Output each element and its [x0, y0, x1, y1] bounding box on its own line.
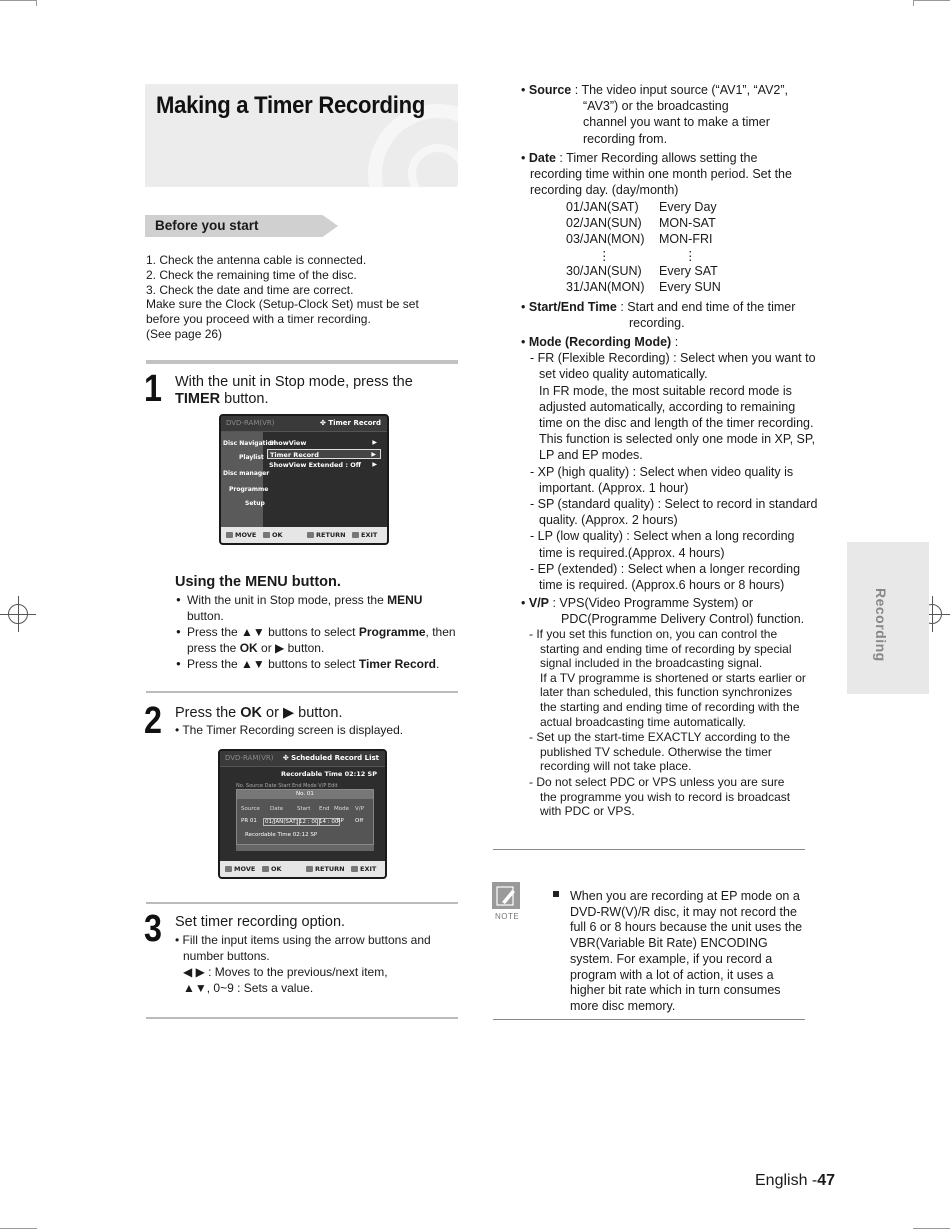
- step3-head: Set timer recording option.: [175, 914, 346, 930]
- screen-header: DVD-RAM(VR) ✤ Timer Record: [221, 416, 387, 432]
- screen-title: ✤ Scheduled Record List: [282, 754, 379, 762]
- mode-block: • Mode (Recording Mode) : - FR (Flexible…: [521, 335, 818, 593]
- edit-dialog: No. 01 Source Date Start End Mode V/P PR…: [236, 789, 374, 845]
- sidebar-item: Setup: [245, 500, 265, 507]
- before-line: (See page 26): [146, 326, 223, 341]
- list-columns: No. Source Date Start End Mode V/P Edit: [236, 783, 338, 789]
- before-line: 1. Check the antenna cable is connected.: [146, 253, 367, 267]
- recordable-time: Recordable Time 02:12 SP: [280, 770, 377, 778]
- title-banner: Making a Timer Recording: [145, 84, 458, 187]
- step2-text: Press the OK or ▶ button.: [175, 705, 343, 721]
- screen-footer: MOVE OK RETURN EXIT: [221, 527, 387, 543]
- menu-item[interactable]: ShowView▶: [269, 439, 377, 447]
- date-table: 01/JAN(SAT)Every Day 02/JAN(SUN)MON-SAT …: [566, 200, 721, 294]
- step1-text: With the unit in Stop mode, press the TI…: [175, 374, 413, 408]
- step3-line: • Fill the input items using the arrow b…: [175, 933, 431, 947]
- crop-mark: [913, 0, 914, 6]
- section-divider: [146, 360, 458, 364]
- date-block: • Date : Timer Recording allows setting …: [521, 151, 792, 198]
- step1-rest: button.: [220, 391, 269, 407]
- timer-record-menu-screen: DVD-RAM(VR) ✤ Timer Record Disc Navigati…: [219, 414, 389, 545]
- step3-line: ▲▼, 0~9 : Sets a value.: [183, 981, 314, 995]
- menu-steps-list: With the unit in Stop mode, press the ME…: [176, 592, 456, 672]
- list-item: Press the ▲▼ buttons to select Programme…: [176, 624, 456, 640]
- menu-item[interactable]: ShowView Extended : Off▶: [269, 461, 377, 469]
- list-item-cont: press the OK or ▶ button.: [187, 641, 325, 655]
- sidebar-item: Programme: [229, 486, 269, 493]
- note-text: When you are recording at EP mode on a D…: [570, 889, 803, 1013]
- page-title: Making a Timer Recording: [156, 92, 426, 119]
- dialog-header: No. 01: [237, 790, 373, 799]
- scheduled-record-list-screen: DVD-RAM(VR) ✤ Scheduled Record List Reco…: [218, 749, 387, 879]
- before-line: Make sure the Clock (Setup-Clock Set) mu…: [146, 297, 419, 312]
- page-number: English -47: [755, 1172, 836, 1189]
- chapter-tab-label: Recording: [873, 588, 889, 662]
- vp-block: • V/P : VPS(Video Programme System) or P…: [521, 596, 805, 627]
- vp-sub-list: - If you set this function on, you can c…: [529, 627, 806, 819]
- step3-line: ◀ ▶ : Moves to the previous/next item,: [183, 965, 388, 979]
- disc-graphic: [408, 144, 458, 187]
- step-number: 1: [144, 368, 162, 410]
- screen-header: DVD-RAM(VR) ✤ Scheduled Record List: [220, 751, 385, 767]
- section-divider: [146, 1017, 458, 1019]
- screen-title: ✤ Timer Record: [320, 419, 381, 427]
- menu-section-heading: Using the MENU button.: [175, 574, 341, 590]
- list-bar: [236, 845, 374, 851]
- note-label: NOTE: [495, 912, 520, 921]
- screen-sidebar: Disc Navigation Playlist Disc manager Pr…: [221, 432, 276, 527]
- start-end-block: • Start/End Time : Start and end time of…: [521, 300, 796, 331]
- chapter-tab: Recording: [847, 542, 929, 694]
- note-top-rule: [493, 849, 805, 850]
- note-pencil-icon: [492, 882, 520, 909]
- before-line: 3. Check the date and time are correct.: [146, 282, 354, 297]
- sidebar-item: Disc Navigation: [223, 440, 276, 447]
- disc-type: DVD-RAM(VR): [226, 419, 275, 427]
- before-line: before you proceed with a timer recordin…: [146, 312, 371, 327]
- step3-line: number buttons.: [183, 949, 270, 963]
- note-bullet-icon: [553, 891, 559, 897]
- note-bottom-rule: [493, 1019, 805, 1020]
- step2-sub: • The Timer Recording screen is displaye…: [175, 723, 404, 737]
- step-number: 3: [144, 908, 162, 950]
- before-heading: Before you start: [145, 215, 338, 237]
- crop-mark: [0, 0, 37, 1]
- screen-footer: MOVE OK RETURN EXIT: [220, 861, 385, 877]
- before-heading-text: Before you start: [155, 218, 259, 233]
- menu-item-selected[interactable]: Timer Record▶: [267, 449, 381, 459]
- sidebar-item: Playlist: [239, 454, 264, 461]
- step1-line: With the unit in Stop mode, press the: [175, 374, 413, 390]
- timer-button-label: TIMER: [175, 391, 221, 407]
- dialog-rec-time: Recordable Time 02:12 SP: [245, 832, 318, 838]
- source-block: • Source : The video input source (“AV1”…: [521, 83, 789, 146]
- section-divider: [146, 902, 458, 904]
- before-line: 2. Check the remaining time of the disc.: [146, 267, 357, 282]
- disc-type: DVD-RAM(VR): [225, 754, 274, 762]
- crop-mark: [36, 0, 37, 6]
- step3-text: • Fill the input items using the arrow b…: [175, 932, 431, 996]
- list-item: Press the ▲▼ buttons to select Timer Rec…: [176, 656, 456, 672]
- crop-mark: [913, 0, 950, 1]
- registration-mark: [0, 596, 36, 632]
- before-list: 1. Check the antenna cable is connected.…: [146, 253, 419, 342]
- list-item: With the unit in Stop mode, press the ME…: [176, 592, 456, 608]
- section-divider: [146, 691, 458, 693]
- step-number: 2: [144, 700, 162, 742]
- sidebar-item: Disc manager: [223, 470, 270, 477]
- list-item-cont: button.: [187, 609, 224, 623]
